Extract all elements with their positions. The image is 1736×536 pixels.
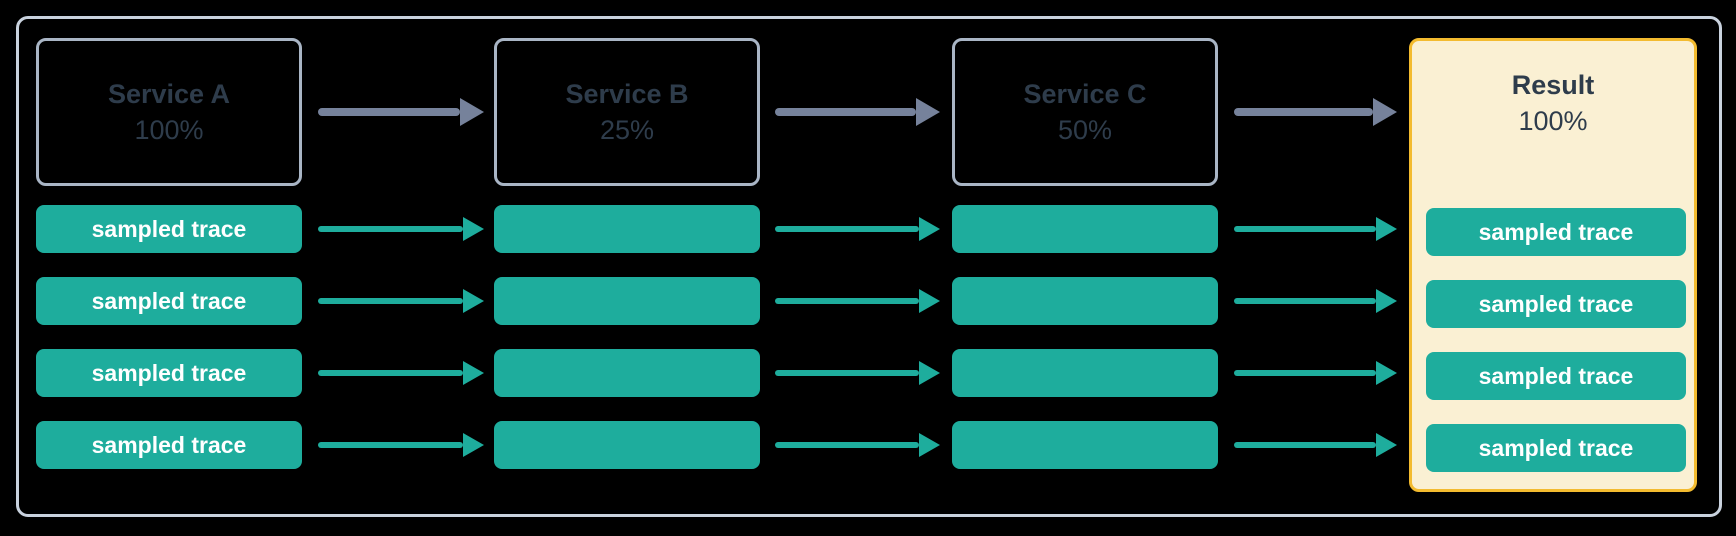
arrow-shaft xyxy=(318,108,460,116)
service-sample-rate: 100% xyxy=(134,115,204,145)
arrow-shaft xyxy=(775,226,919,232)
arrow-head xyxy=(463,361,484,385)
service-sample-rate: 50% xyxy=(1057,115,1113,145)
arrow-head xyxy=(1376,433,1397,457)
arrow-head xyxy=(1376,217,1397,241)
arrow-shaft xyxy=(775,108,916,116)
service-name: Service C xyxy=(1023,79,1147,109)
service-name: Service B xyxy=(565,79,689,109)
trace-flow-arrow-icon xyxy=(775,433,940,457)
result-sample-rate: 100% xyxy=(1518,106,1588,136)
arrow-head xyxy=(463,433,484,457)
service-a-box: Service A 100% xyxy=(36,38,302,186)
trace-pill xyxy=(494,349,760,397)
arrow-shaft xyxy=(775,442,919,448)
sampled-trace-pill: sampled trace xyxy=(36,349,302,397)
trace-flow-arrow-icon xyxy=(1234,217,1397,241)
arrow-head xyxy=(460,98,484,126)
trace-flow-arrow-icon xyxy=(318,361,484,385)
service-name: Service A xyxy=(107,79,231,109)
service-flow-arrow-icon xyxy=(775,98,940,126)
trace-pill xyxy=(494,421,760,469)
arrow-head xyxy=(463,289,484,313)
arrow-shaft xyxy=(318,226,463,232)
trace-flow-arrow-icon xyxy=(1234,433,1397,457)
service-c-box: Service C 50% xyxy=(952,38,1218,186)
sampled-trace-pill: sampled trace xyxy=(1426,352,1686,400)
trace-flow-arrow-icon xyxy=(1234,289,1397,313)
arrow-shaft xyxy=(318,442,463,448)
result-box: Result 100% sampled trace sampled trace … xyxy=(1409,38,1697,492)
arrow-shaft xyxy=(318,370,463,376)
arrow-head xyxy=(919,361,940,385)
arrow-head xyxy=(916,98,940,126)
trace-pill xyxy=(952,421,1218,469)
trace-pill xyxy=(494,277,760,325)
arrow-head xyxy=(919,433,940,457)
trace-pill xyxy=(952,277,1218,325)
arrow-head xyxy=(1376,361,1397,385)
service-b-box: Service B 25% xyxy=(494,38,760,186)
service-sample-rate: 25% xyxy=(599,115,655,145)
sampled-trace-pill: sampled trace xyxy=(36,205,302,253)
arrow-head xyxy=(1376,289,1397,313)
arrow-shaft xyxy=(318,298,463,304)
arrow-head xyxy=(1373,98,1397,126)
result-title: Result xyxy=(1511,70,1595,100)
arrow-shaft xyxy=(775,298,919,304)
service-flow-arrow-icon xyxy=(318,98,484,126)
sampled-trace-pill: sampled trace xyxy=(36,421,302,469)
arrow-shaft xyxy=(775,370,919,376)
sampled-trace-pill: sampled trace xyxy=(1426,424,1686,472)
trace-pill xyxy=(952,349,1218,397)
service-flow-arrow-icon xyxy=(1234,98,1397,126)
sampled-trace-pill: sampled trace xyxy=(1426,280,1686,328)
arrow-shaft xyxy=(1234,298,1376,304)
arrow-head xyxy=(919,289,940,313)
trace-pill xyxy=(494,205,760,253)
arrow-shaft xyxy=(1234,442,1376,448)
arrow-head xyxy=(919,217,940,241)
sampled-trace-pill: sampled trace xyxy=(36,277,302,325)
arrow-shaft xyxy=(1234,370,1376,376)
arrow-shaft xyxy=(1234,108,1373,116)
trace-flow-arrow-icon xyxy=(775,289,940,313)
trace-pill xyxy=(952,205,1218,253)
arrow-head xyxy=(463,217,484,241)
arrow-shaft xyxy=(1234,226,1376,232)
sampled-trace-pill: sampled trace xyxy=(1426,208,1686,256)
trace-flow-arrow-icon xyxy=(318,289,484,313)
trace-flow-arrow-icon xyxy=(775,217,940,241)
trace-flow-arrow-icon xyxy=(775,361,940,385)
trace-flow-arrow-icon xyxy=(318,433,484,457)
trace-flow-arrow-icon xyxy=(1234,361,1397,385)
trace-flow-arrow-icon xyxy=(318,217,484,241)
diagram-frame xyxy=(16,16,1722,517)
